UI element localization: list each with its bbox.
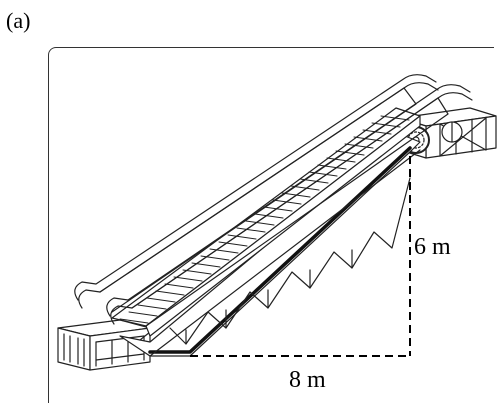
height-dimension: 6 m	[409, 156, 451, 356]
base-label: 8 m	[289, 367, 326, 393]
handrails	[74, 74, 473, 327]
panel-label: (a)	[6, 8, 31, 33]
escalator-icon	[57, 74, 497, 371]
base-dimension: 8 m	[190, 355, 410, 393]
figure-frame	[48, 47, 494, 403]
height-label: 6 m	[414, 234, 451, 260]
